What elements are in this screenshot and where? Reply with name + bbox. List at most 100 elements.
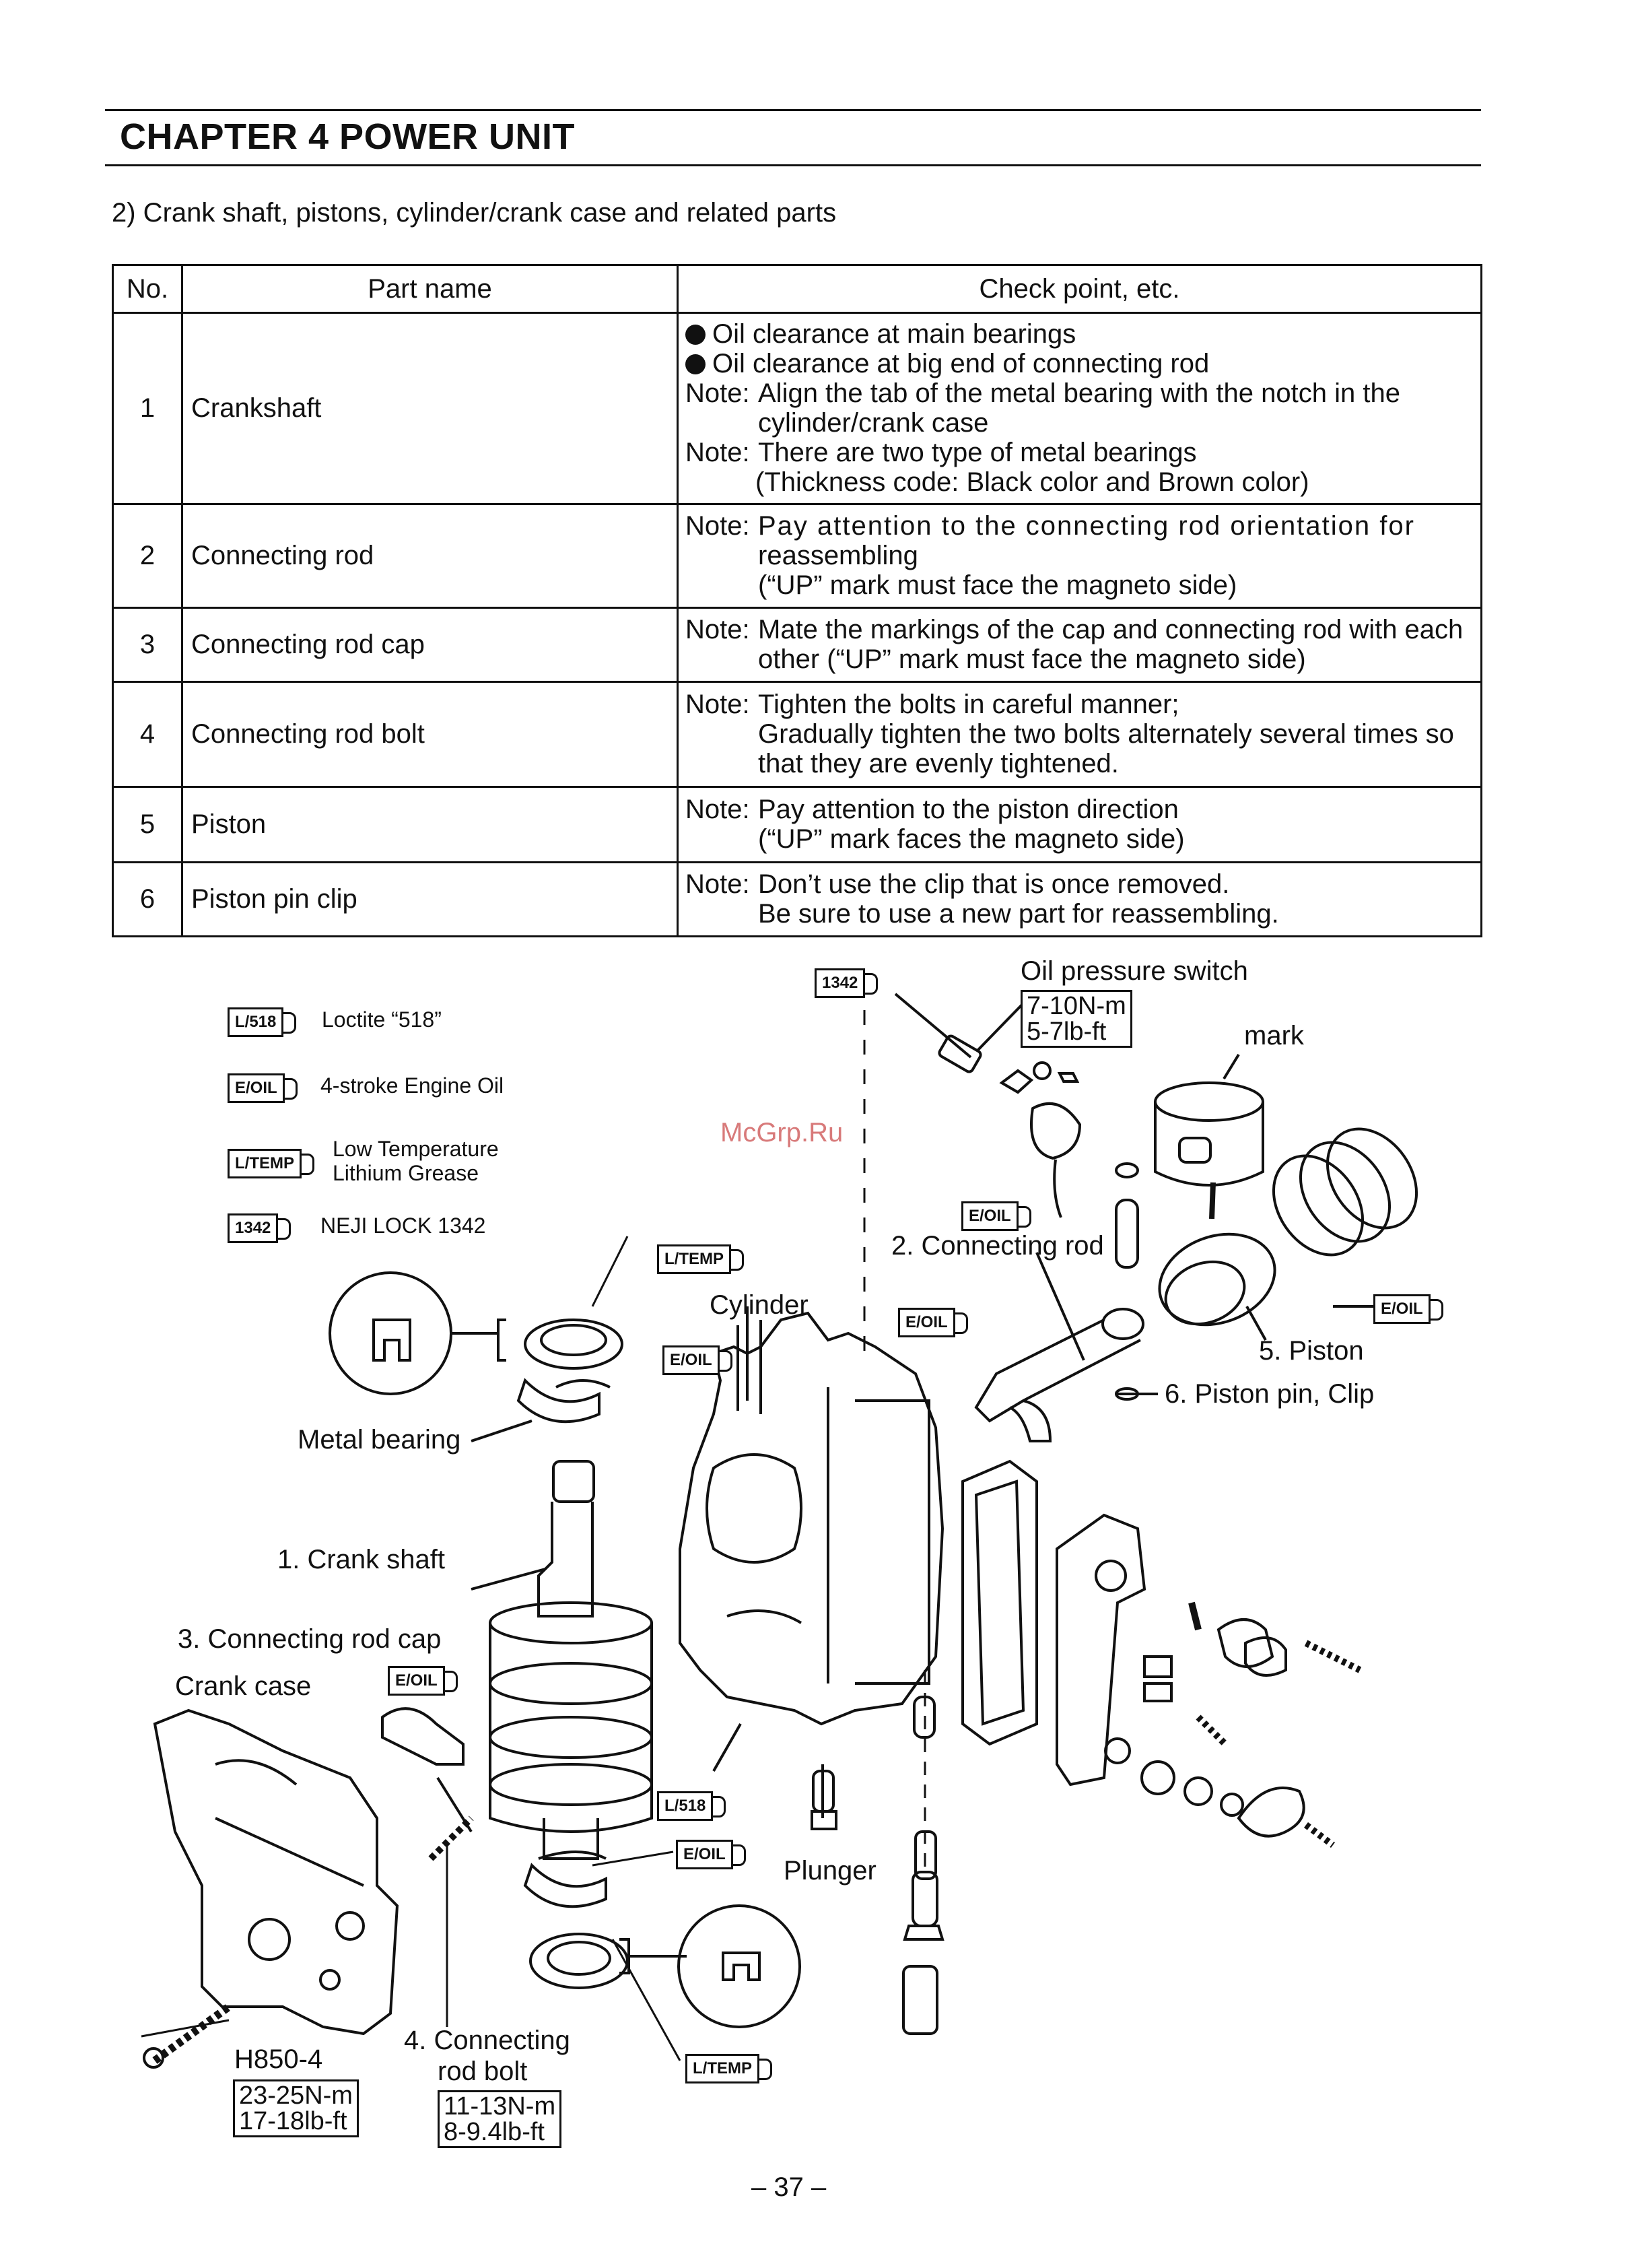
torque-crankcase-bolt: 23-25N-m 17-18lb-ft xyxy=(233,2079,359,2137)
check-point: Note:Pay attention to the piston directi… xyxy=(677,786,1482,863)
engine-oil-tag: E/OIL xyxy=(662,1345,732,1375)
table-row: 1 Crankshaft Oil clearance at main beari… xyxy=(112,312,1482,505)
piston-pin-icon xyxy=(1115,1199,1139,1269)
engine-oil-tag: E/OIL xyxy=(388,1666,458,1696)
label-connecting-rod-bolt-line1: 4. Connecting xyxy=(404,2026,570,2055)
check-bullet: Oil clearance at main bearings xyxy=(685,319,1474,349)
note-line: Note:Tighten the bolts in careful manner… xyxy=(685,689,1179,719)
metal-bearing-upper-illustration xyxy=(329,1271,623,1442)
grease-tag: L/TEMP xyxy=(657,1244,744,1274)
note-continuation: cylinder/crank case xyxy=(758,407,989,438)
loctite-tube-icon: L/518 xyxy=(228,1007,297,1037)
legend-loctite: Loctite “518” xyxy=(322,1007,442,1032)
chapter-title: CHAPTER 4 POWER UNIT xyxy=(120,116,576,157)
table-row: 6 Piston pin clip Note:Don’t use the cli… xyxy=(112,861,1482,937)
table-row: 5 Piston Note:Pay attention to the pisto… xyxy=(112,786,1482,863)
row-number: 3 xyxy=(112,607,183,683)
part-name: Piston pin clip xyxy=(181,861,679,937)
piston-side-illustration xyxy=(1158,1232,1373,1341)
row-number: 4 xyxy=(112,681,183,788)
oil-pressure-switch-illustration xyxy=(894,993,1082,1218)
note-line: Note:Don’t use the clip that is once rem… xyxy=(685,869,1230,899)
right-cover-illustration xyxy=(1056,1513,1362,1848)
note-line: Note:Pay attention to the connecting rod… xyxy=(685,510,1415,541)
part-name: Connecting rod cap xyxy=(181,607,679,683)
crank-case-illustration xyxy=(153,1708,399,2036)
part-name: Connecting rod bolt xyxy=(181,681,679,788)
row-number: 6 xyxy=(112,861,183,937)
check-point: Note:Don’t use the clip that is once rem… xyxy=(677,861,1482,937)
piston-rings-illustration xyxy=(1272,1127,1418,1257)
piston-illustration xyxy=(1154,1053,1264,1220)
torque-oil-switch: 7-10N-m 5-7lb-ft xyxy=(1021,990,1132,1048)
row-number: 2 xyxy=(112,503,183,609)
note-continuation: (“UP” mark must face the magneto side) xyxy=(758,570,1237,600)
part-name: Connecting rod xyxy=(181,503,679,609)
legend-grease-line1: Low Temperature xyxy=(333,1137,499,1161)
note-continuation: Be sure to use a new part for reassembli… xyxy=(758,898,1279,929)
cover-gasket-illustration xyxy=(961,1459,1038,1746)
engine-oil-tag: E/OIL xyxy=(898,1308,968,1337)
row-number: 1 xyxy=(112,312,183,505)
legend-neji-lock: NEJI LOCK 1342 xyxy=(320,1213,486,1238)
column-header-no: No. xyxy=(112,264,183,314)
note-continuation: (“UP” mark faces the magneto side) xyxy=(758,824,1185,854)
column-header-part-name: Part name xyxy=(181,264,679,314)
label-mark: mark xyxy=(1244,1021,1304,1050)
table-row: 4 Connecting rod bolt Note:Tighten the b… xyxy=(112,681,1482,788)
label-metal-bearing: Metal bearing xyxy=(298,1425,461,1455)
label-piston-pin-clip: 6. Piston pin, Clip xyxy=(1165,1379,1375,1409)
check-point: Note:Mate the markings of the cap and co… xyxy=(677,607,1482,683)
grease-tag: L/TEMP xyxy=(685,2054,772,2083)
check-bullet: Oil clearance at big end of connecting r… xyxy=(685,349,1474,378)
engine-oil-tag: E/OIL xyxy=(676,1840,746,1869)
header-bottom-rule xyxy=(105,164,1481,166)
connecting-rod-cap-illustration xyxy=(381,1707,473,1833)
note-continuation: Gradually tighten the two bolts alternat… xyxy=(758,719,1454,749)
note-continuation: other (“UP” mark must face the magneto s… xyxy=(758,644,1306,674)
plunger-column-illustration xyxy=(811,1670,945,2035)
neji-lock-tube-icon: 1342 xyxy=(228,1213,291,1243)
crankshaft-illustration xyxy=(471,1460,653,1860)
note-line: Note:There are two type of metal bearing… xyxy=(685,437,1197,467)
note-continuation: reassembling xyxy=(758,540,918,570)
bullet-icon xyxy=(685,324,706,345)
note-line: Note:Mate the markings of the cap and co… xyxy=(685,614,1464,644)
parts-table: No. Part name Check point, etc. 1 Cranks… xyxy=(112,264,1482,937)
label-piston: 5. Piston xyxy=(1259,1336,1364,1366)
part-name: Piston xyxy=(181,786,679,863)
page-number: – 37 – xyxy=(751,2172,827,2202)
column-header-check-point: Check point, etc. xyxy=(677,264,1482,314)
watermark: McGrp.Ru xyxy=(720,1118,844,1147)
connecting-rod-illustration xyxy=(974,1252,1144,1442)
label-cylinder: Cylinder xyxy=(710,1290,809,1320)
legend-engine-oil: 4-stroke Engine Oil xyxy=(320,1073,504,1098)
label-crank-shaft: 1. Crank shaft xyxy=(277,1545,446,1574)
check-point: Note:Pay attention to the connecting rod… xyxy=(677,503,1482,609)
label-connecting-rod: 2. Connecting rod xyxy=(891,1231,1104,1261)
label-crank-case: Crank case xyxy=(175,1671,312,1701)
table-header-row: No. Part name Check point, etc. xyxy=(112,264,1482,314)
part-name: Crankshaft xyxy=(181,312,679,505)
check-point: Oil clearance at main bearings Oil clear… xyxy=(677,312,1482,505)
check-point: Note:Tighten the bolts in careful manner… xyxy=(677,681,1482,788)
torque-rod-bolt: 11-13N-m 8-9.4lb-ft xyxy=(438,2090,562,2148)
grease-tube-icon: L/TEMP xyxy=(228,1149,314,1178)
note-line: Note:Align the tab of the metal bearing … xyxy=(685,378,1400,408)
label-connecting-rod-cap: 3. Connecting rod cap xyxy=(178,1624,442,1654)
note-continuation: (Thickness code: Black color and Brown c… xyxy=(755,467,1309,497)
legend-grease-line2: Lithium Grease xyxy=(333,1161,479,1185)
table-row: 3 Connecting rod cap Note:Mate the marki… xyxy=(112,607,1482,683)
table-row: 2 Connecting rod Note:Pay attention to t… xyxy=(112,503,1482,609)
label-part-code: H850-4 xyxy=(234,2044,323,2074)
metal-bearing-lower-illustration xyxy=(523,1850,801,2028)
loctite-tag: L/518 xyxy=(657,1791,726,1821)
header-top-rule xyxy=(105,109,1481,111)
section-title: 2) Crank shaft, pistons, cylinder/crank … xyxy=(112,198,837,228)
note-line: Note:Pay attention to the piston directi… xyxy=(685,794,1179,824)
engine-oil-tube-icon: E/OIL xyxy=(228,1073,298,1103)
label-connecting-rod-bolt-line2: rod bolt xyxy=(438,2057,528,2086)
label-oil-pressure-switch: Oil pressure switch xyxy=(1021,956,1248,986)
connecting-rod-bolt-icon xyxy=(428,1815,474,1861)
